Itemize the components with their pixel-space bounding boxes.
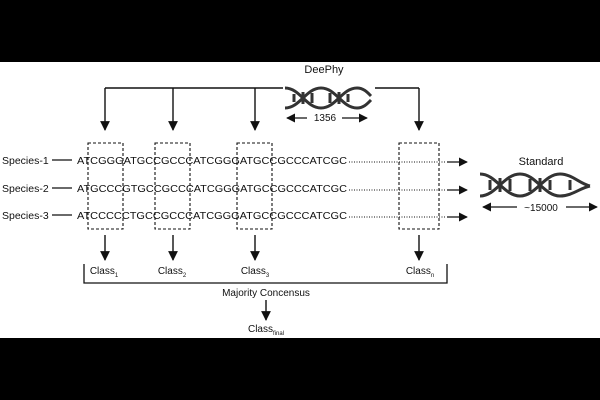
species-label-2: Species-2 — [2, 183, 49, 195]
selection-window-1 — [87, 142, 124, 230]
deephy-dna-icon — [284, 86, 373, 110]
species-label-3: Species-3 — [2, 210, 49, 222]
species-row-2: Species-2 ATGCCCGTGCCGCCCATCGGGATGCCGCCC… — [2, 183, 468, 195]
deephy-distribution-arrows — [100, 87, 424, 131]
class-arrows — [100, 235, 424, 261]
selection-windows — [87, 142, 440, 230]
class-label-2: Class2 — [158, 266, 187, 279]
class-label-n: Classn — [406, 266, 434, 279]
standard-title: Standard — [519, 156, 564, 168]
standard-dna-icon — [479, 172, 591, 198]
sequence-2: ATGCCCGTGCCGCCCATCGGGATGCCGCCCATCGC — [77, 184, 347, 195]
class-label-1: Class1 — [90, 266, 119, 279]
standard-length-label: ~15000 — [524, 203, 558, 214]
selection-window-3 — [236, 142, 273, 230]
majority-consensus-label: Majority Concensus — [222, 288, 310, 299]
sequence-1: ATCGGGATGCCGCCCATCGGGATGCCGCCCATCGC — [77, 156, 347, 167]
diagram-panel — [0, 62, 600, 338]
majority-bracket — [83, 264, 448, 284]
sequence-3: ATCCCCCTGCCGCCCATCGGGATGCCGCCCATCGC — [77, 211, 347, 222]
species-row-1: Species-1 ATCGGGATGCCGCCCATCGGGATGCCGCCC… — [2, 155, 468, 167]
deephy-length-label: 1356 — [314, 113, 337, 124]
selection-window-2 — [154, 142, 191, 230]
class-label-3: Class3 — [241, 266, 270, 279]
species-label-1: Species-1 — [2, 155, 49, 167]
final-class-label: Classfinal — [248, 324, 284, 337]
species-row-3: Species-3 ATCCCCCTGCCGCCCATCGGGATGCCGCCC… — [2, 210, 468, 222]
selection-window-n — [398, 142, 440, 230]
deephy-title: DeePhy — [304, 64, 344, 76]
